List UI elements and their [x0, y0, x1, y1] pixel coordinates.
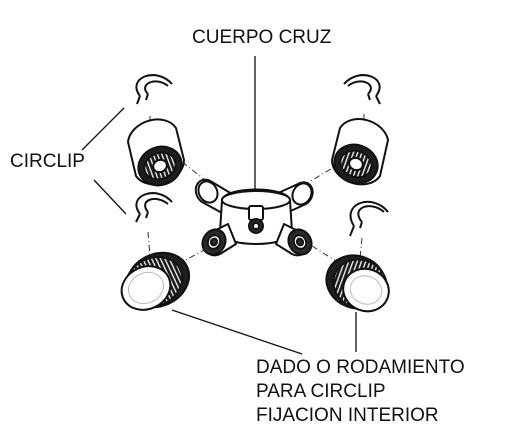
label-dado-line-1: DADO O RODAMIENTO	[256, 357, 465, 378]
label-cuerpo-cruz: CUERPO CRUZ	[192, 27, 332, 48]
circlip-top-right	[343, 74, 381, 105]
grease-fitting	[248, 205, 264, 234]
label-dado-line-2: PARA CIRCLIP	[256, 381, 386, 402]
cross-body	[194, 178, 314, 257]
bearing-cap-bottom-right	[325, 254, 390, 313]
bearing-cap-bottom-left	[120, 251, 191, 311]
bearing-cap-top-left	[126, 118, 186, 187]
centerline-circlip-bl	[147, 231, 151, 257]
bearing-cap-top-right	[330, 118, 390, 186]
leader-lines	[81, 56, 357, 355]
circlip-top-left	[135, 74, 173, 105]
circlip-bottom-left	[135, 192, 173, 223]
label-dado-rodamiento: DADO O RODAMIENTO PARA CIRCLIP FIJACION …	[256, 356, 465, 428]
leader-circlip-upper	[81, 107, 125, 151]
label-circlip: CIRCLIP	[10, 151, 85, 172]
circlip-bottom-right	[349, 200, 389, 237]
leader-circlip-lower	[93, 179, 127, 215]
centerline-top-left	[181, 161, 219, 191]
centerline-top-right	[291, 165, 337, 193]
centerline-circlip-br	[359, 237, 363, 259]
leader-dado-left	[171, 309, 303, 355]
label-dado-line-3: FIJACION INTERIOR	[256, 405, 439, 426]
